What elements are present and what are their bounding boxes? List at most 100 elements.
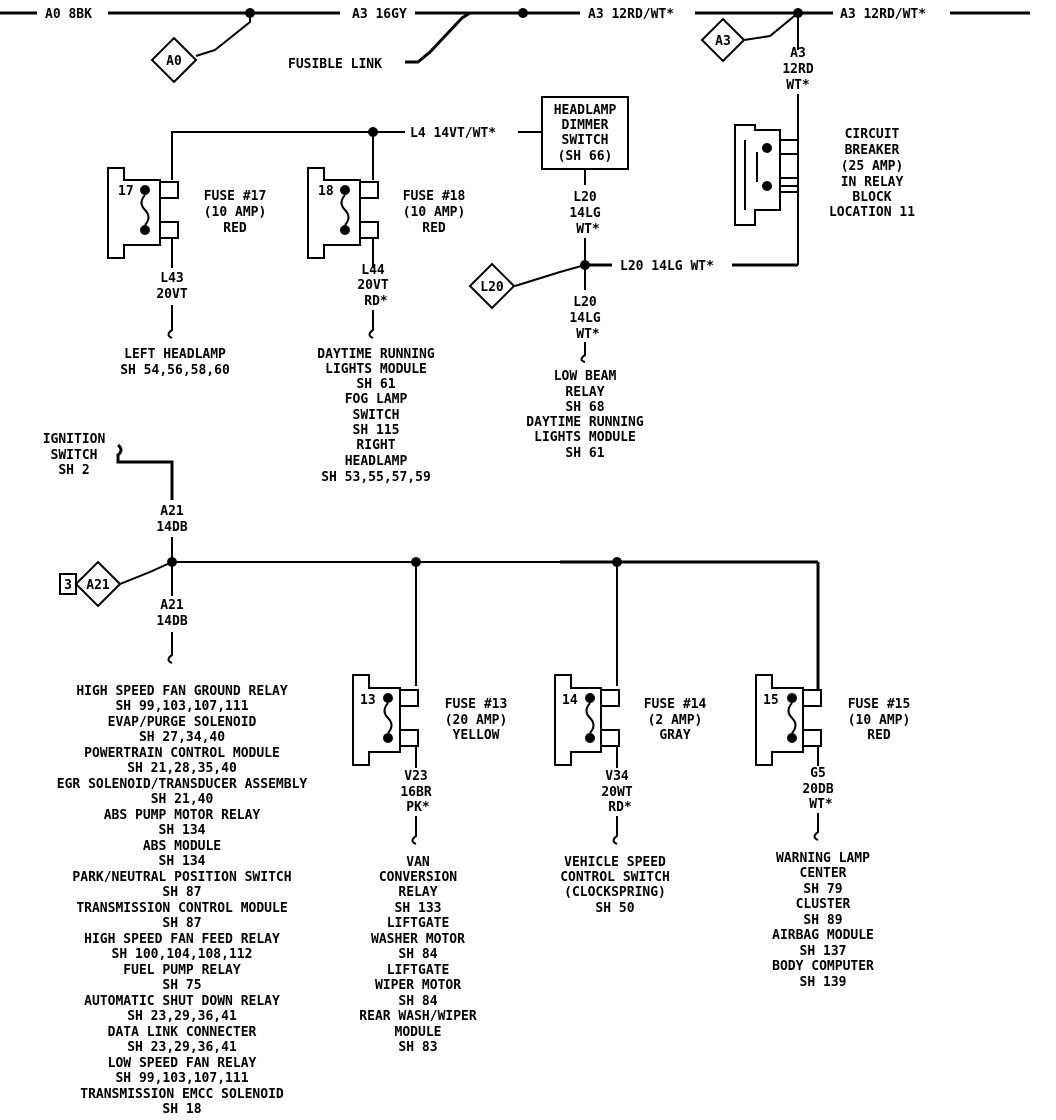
destination-drl: SWITCH [353, 408, 400, 423]
wire-label-l43: 20VT [156, 287, 187, 302]
wire-label-a3-drop: 12RD [782, 62, 813, 77]
destination-vss: (CLOCKSPRING) [564, 885, 666, 900]
wire-label-v23: 16BR [400, 785, 431, 800]
destination-drl: LIGHTS MODULE [325, 362, 427, 377]
fuse-13: 13 [352, 674, 419, 766]
destination-item: TRANSMISSION CONTROL MODULE [76, 901, 287, 916]
fuse-label: (20 AMP) [445, 713, 508, 728]
fusible-link-label: FUSIBLE LINK [288, 57, 382, 72]
destination-left-headlamp: LEFT HEADLAMP [124, 347, 226, 362]
fuse-label: FUSE #17 [204, 189, 267, 204]
destination-item: SH 75 [162, 978, 201, 993]
wire-label-l20-b: 14LG [569, 311, 600, 326]
destination-drl: RIGHT [356, 438, 395, 453]
wire-label-a3-12rd-2: A3 12RD/WT* [840, 7, 926, 22]
wire-label-a0: A0 8BK [45, 7, 92, 22]
wire-label-a3-12rd-1: A3 12RD/WT* [588, 7, 674, 22]
ignition-switch-label: SH 2 [58, 463, 89, 478]
destination-item: LOW SPEED FAN RELAY [108, 1056, 257, 1071]
wire-label-l20-horiz: L20 14LG WT* [620, 259, 714, 274]
circuit-breaker [734, 124, 799, 226]
fuse-label: RED [223, 221, 247, 236]
destination-van: LIFTGATE [387, 963, 450, 978]
destination-item: SH 18 [162, 1102, 201, 1117]
fuse-label: YELLOW [453, 728, 500, 743]
connector-l20 [468, 262, 516, 310]
destination-left-headlamp: SH 54,56,58,60 [120, 363, 230, 378]
destination-warning: CENTER [800, 866, 847, 881]
fuse-label: RED [867, 728, 891, 743]
connector-a21 [74, 560, 122, 608]
fuse-label: (10 AMP) [848, 713, 911, 728]
a21-destination-list: HIGH SPEED FAN GROUND RELAY SH 99,103,10… [57, 684, 308, 1117]
destination-low-beam: LIGHTS MODULE [534, 430, 636, 445]
destination-item: SH 23,29,36,41 [127, 1009, 237, 1024]
destination-low-beam: RELAY [565, 385, 604, 400]
destination-low-beam: DAYTIME RUNNING [526, 415, 644, 430]
connector-label-a21: A21 [86, 578, 110, 593]
ignition-switch-label: IGNITION [43, 432, 106, 447]
top-bus: A0 8BK A3 16GY A3 12RD/WT* A3 12RD/WT* [0, 7, 1030, 22]
fuse-18: 18 [307, 167, 379, 259]
fuse-label: RED [422, 221, 446, 236]
fuse-number: 14 [562, 693, 578, 708]
wire-label-v23: PK* [406, 800, 430, 815]
sheet-ref-box [59, 573, 77, 595]
circuit-breaker-label: IN RELAY [841, 175, 904, 190]
destination-item: DATA LINK CONNECTER [108, 1025, 257, 1040]
destination-van: SH 84 [398, 947, 437, 962]
fuse-label: FUSE #14 [644, 697, 707, 712]
wire-label-v34: 20WT [601, 785, 632, 800]
wire-label-g5: WT* [809, 797, 833, 812]
destination-van: VAN [406, 855, 430, 870]
connector-a0: A0 [150, 13, 251, 84]
connector-a3: A3 [700, 12, 799, 63]
fuse-14: 14 [554, 674, 620, 766]
fuse-label: GRAY [659, 728, 690, 743]
destination-van: WIPER MOTOR [375, 978, 461, 993]
switch-label: SWITCH [562, 133, 609, 148]
destination-van: SH 84 [398, 994, 437, 1009]
connector-label-l20: L20 [480, 280, 504, 295]
destination-drl: SH 53,55,57,59 [321, 470, 431, 485]
destination-warning: WARNING LAMP [776, 851, 870, 866]
wire-label-a3-drop: A3 [790, 46, 806, 61]
fuse-number: 13 [360, 693, 376, 708]
wire-label-l20-b: L20 [573, 295, 597, 310]
destination-drl: SH 61 [356, 377, 395, 392]
fusible-link: FUSIBLE LINK [288, 11, 523, 72]
wire-label-a21: 14DB [156, 520, 187, 535]
wire-label-a21: A21 [160, 504, 184, 519]
fuse-label: (10 AMP) [204, 205, 267, 220]
destination-item: EVAP/PURGE SOLENOID [108, 715, 257, 730]
destination-item: POWERTRAIN CONTROL MODULE [84, 746, 280, 761]
destination-item: SH 134 [159, 823, 206, 838]
wire-label-v23: V23 [404, 769, 427, 784]
destination-vss: SH 50 [595, 901, 634, 916]
wire-label-l20: L20 [573, 190, 597, 205]
destination-item: SH 100,104,108,112 [112, 947, 253, 962]
destination-van: REAR WASH/WIPER [359, 1009, 477, 1024]
destination-warning: AIRBAG MODULE [772, 928, 874, 943]
wire-label-a21-bot: 14DB [156, 614, 187, 629]
wire-label-l44: 20VT [357, 278, 388, 293]
destination-van: LIFTGATE [387, 916, 450, 931]
connector-label-a3: A3 [715, 34, 731, 49]
destination-warning: SH 79 [803, 882, 842, 897]
wire-label-l4: L4 14VT/WT* [410, 126, 496, 141]
destination-drl: SH 115 [353, 423, 400, 438]
destination-warning: SH 137 [800, 944, 847, 959]
switch-label: DIMMER [562, 118, 609, 133]
fuse-label: FUSE #13 [445, 697, 508, 712]
destination-item: SH 134 [159, 854, 206, 869]
circuit-breaker-label: (25 AMP) [841, 159, 904, 174]
destination-low-beam: SH 61 [565, 446, 604, 461]
wire-label-l44: L44 [361, 263, 385, 278]
wire-label-v34: V34 [605, 769, 629, 784]
wire-label-l43: L43 [160, 271, 183, 286]
switch-label: HEADLAMP [554, 103, 617, 118]
destination-low-beam: LOW BEAM [554, 369, 617, 384]
destination-drl: FOG LAMP [345, 392, 408, 407]
fuse-number: 17 [118, 184, 134, 199]
